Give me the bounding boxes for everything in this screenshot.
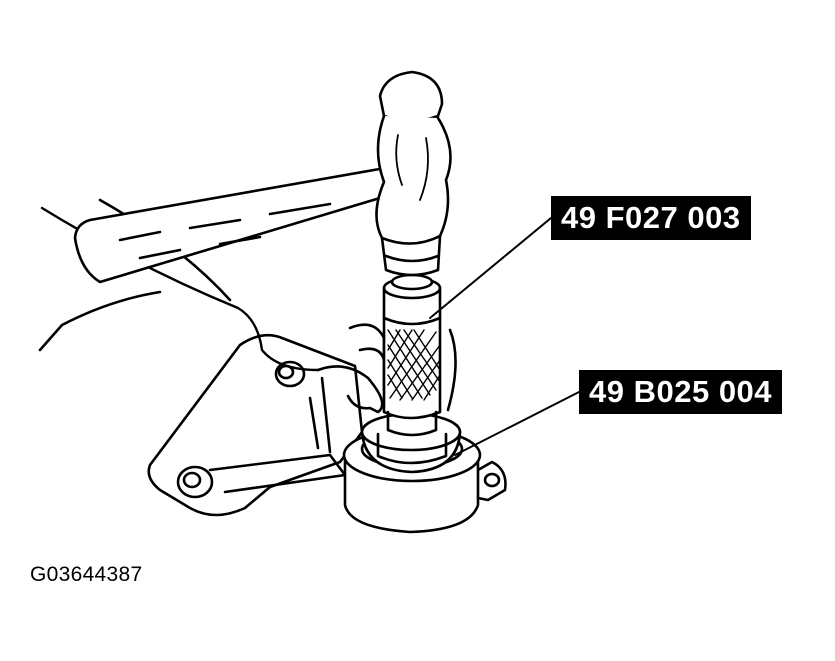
figure-id: G03644387 [30, 563, 143, 586]
callout-lower-tool: 49 B025 004 [579, 370, 783, 414]
driver-tool [382, 273, 442, 437]
transmission-case [147, 333, 364, 517]
base-fixture [342, 412, 507, 534]
leader-line-lower [454, 391, 580, 456]
hammer-icon [73, 70, 452, 284]
callout-upper-tool: 49 F027 003 [551, 196, 751, 240]
leader-line-upper [429, 217, 552, 319]
